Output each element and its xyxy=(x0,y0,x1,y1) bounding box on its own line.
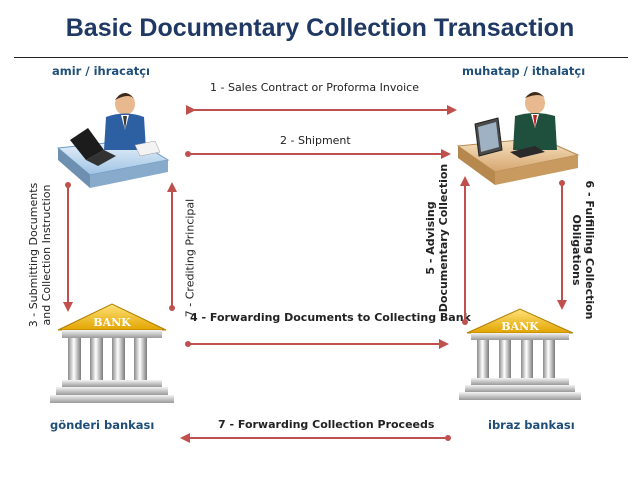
step-4-label: 4 - Forwarding Documents to Collecting B… xyxy=(190,311,471,324)
title-divider xyxy=(14,57,628,58)
remitting-bank-label: gönderi bankası xyxy=(50,418,155,432)
collecting-bank-sign: BANK xyxy=(501,320,539,333)
remitting-bank-sign: BANK xyxy=(93,316,131,329)
exporter-desk-icon xyxy=(56,93,170,188)
step-7b-label: 7 - Forwarding Collection Proceeds xyxy=(218,418,435,431)
page-title: Basic Documentary Collection Transaction xyxy=(65,14,575,42)
collecting-bank-icon: BANK xyxy=(459,308,581,400)
step-1-label: 1 - Sales Contract or Proforma Invoice xyxy=(210,81,419,94)
collecting-bank-label: ibraz bankası xyxy=(488,418,575,432)
importer-label: muhatap / ithalatçı xyxy=(462,64,586,78)
remitting-bank-icon: BANK xyxy=(50,303,174,403)
importer-desk-icon xyxy=(456,92,580,185)
step-2-label: 2 - Shipment xyxy=(280,134,351,147)
exporter-label: amir / ihracatçı xyxy=(52,64,150,78)
